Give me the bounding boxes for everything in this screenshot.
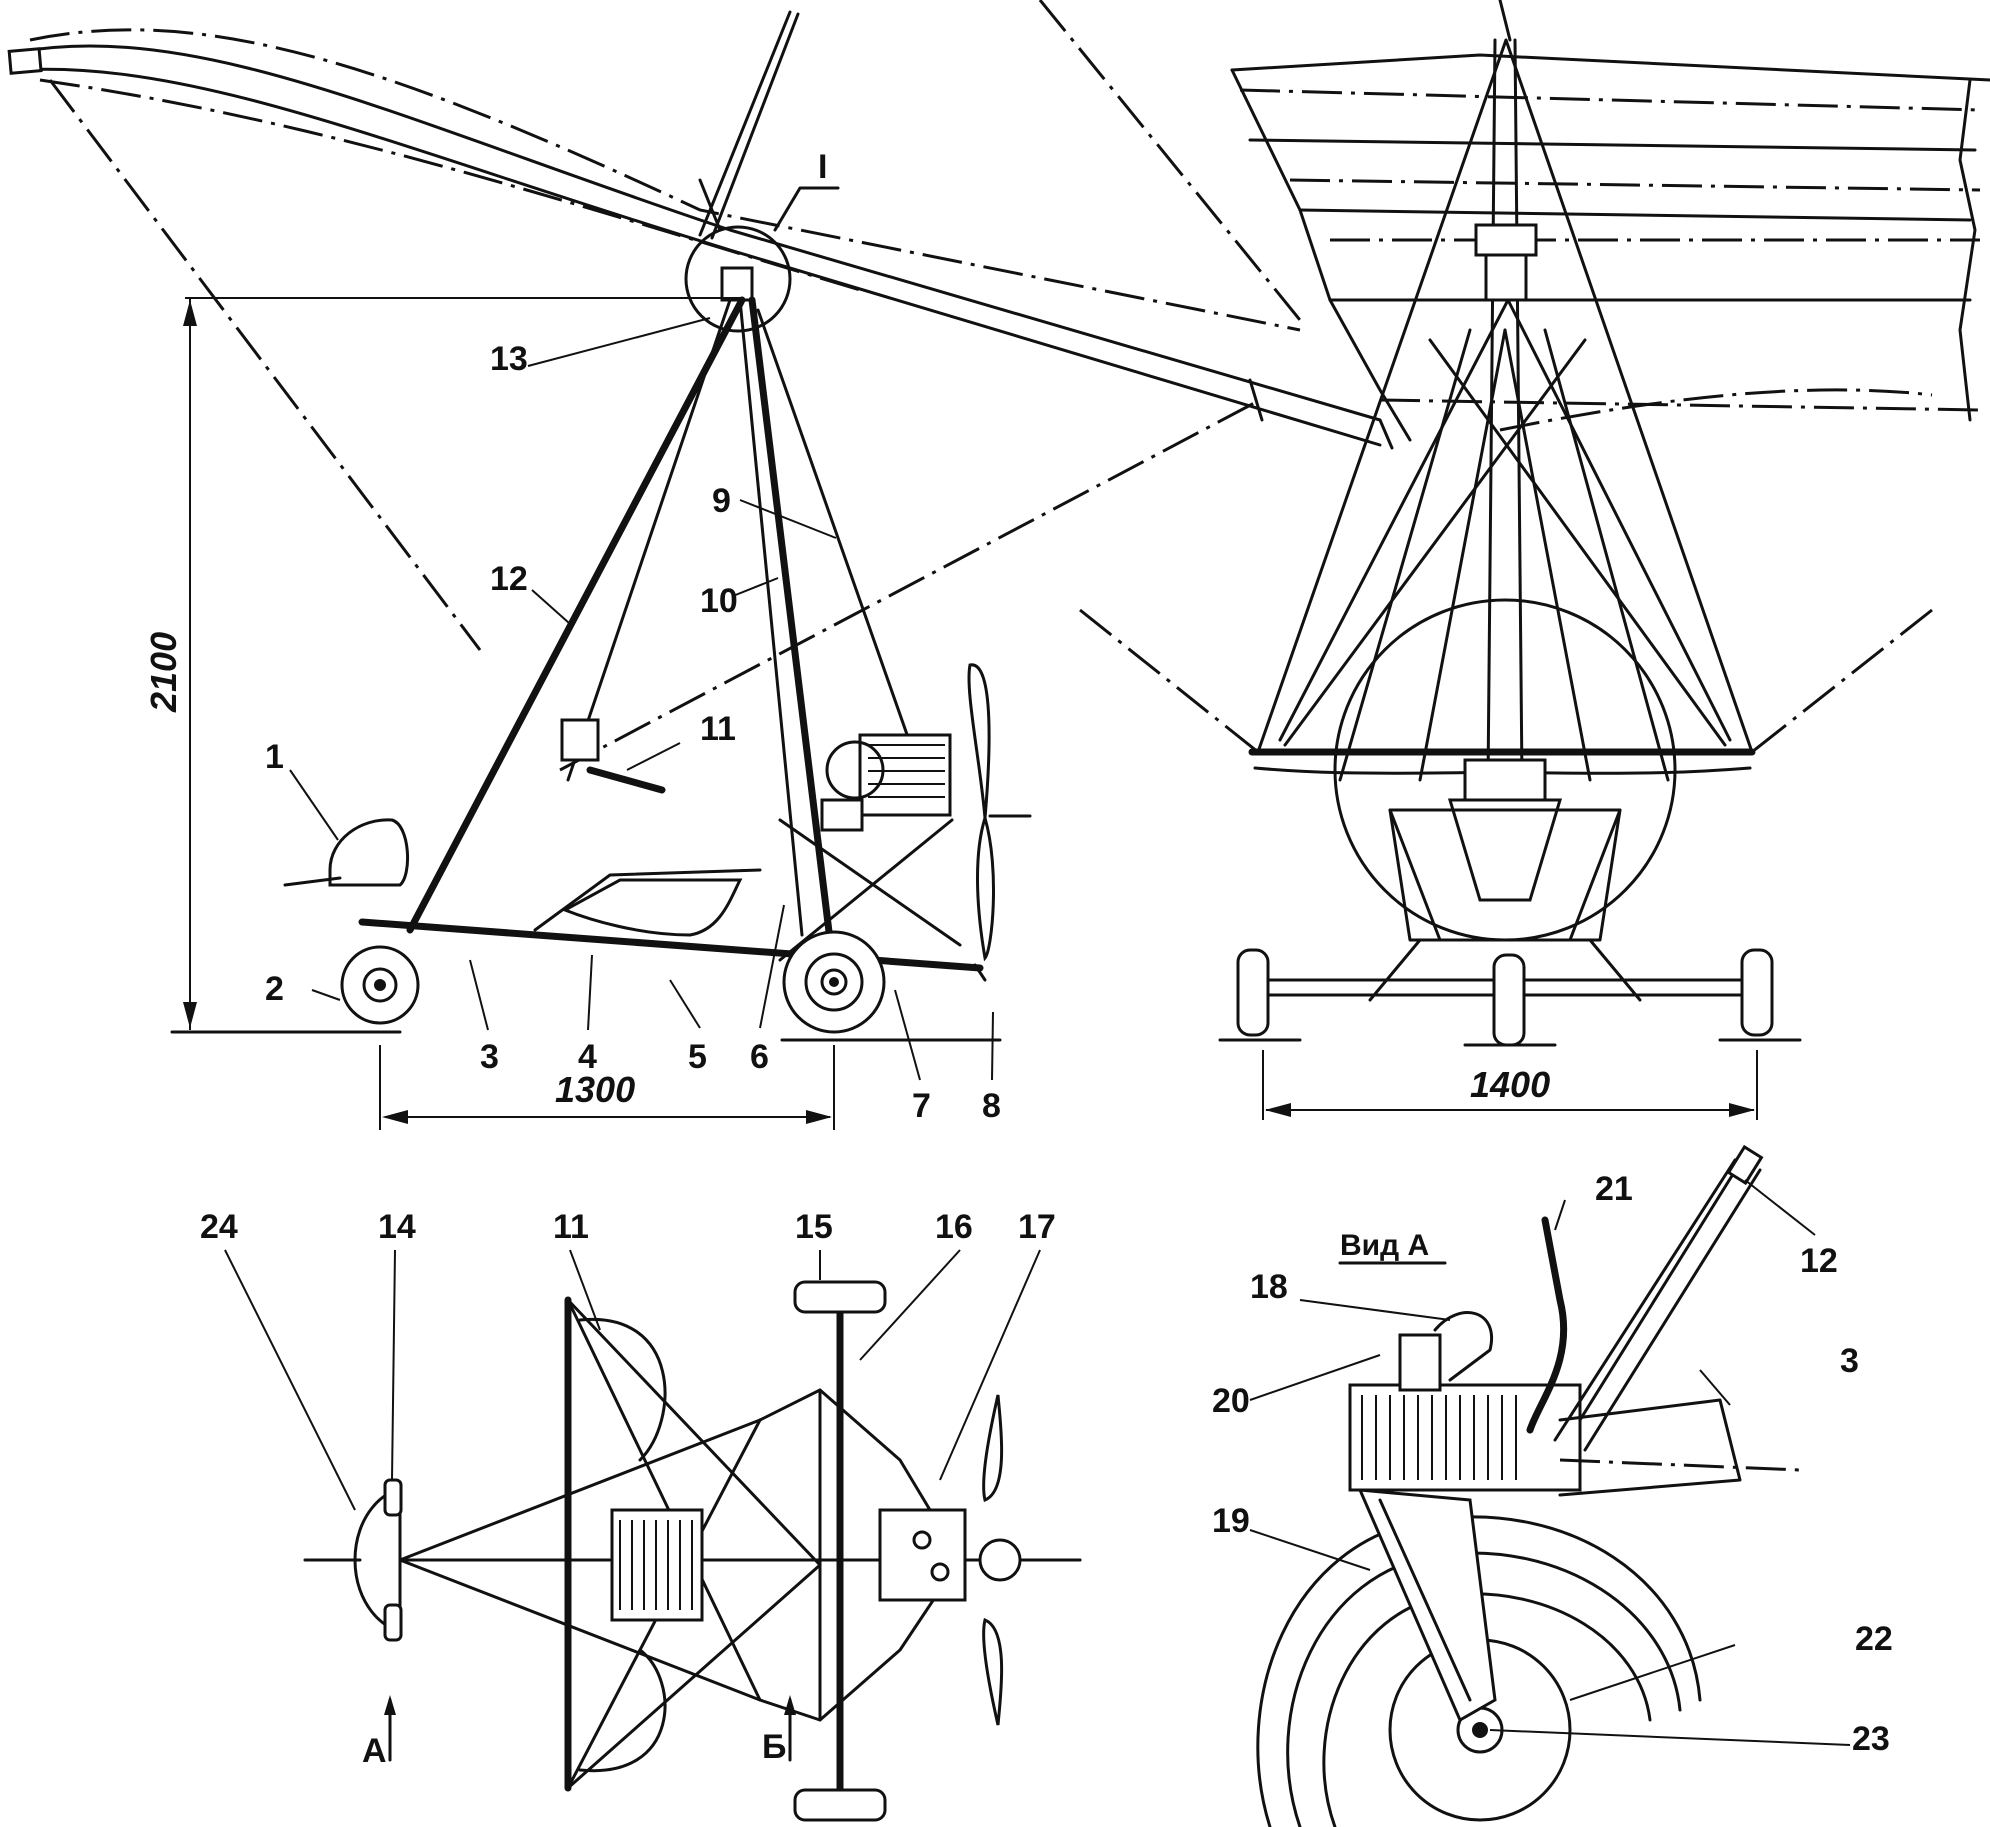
- svg-text:15: 15: [795, 1208, 833, 1246]
- rotor-hub-circle: [684, 225, 792, 333]
- dim-height: 2100: [143, 632, 184, 713]
- front-view: 1400: [1079, 0, 1990, 1120]
- svg-text:16: 16: [935, 1208, 973, 1246]
- svg-text:8: 8: [982, 1087, 1001, 1125]
- svg-text:10: 10: [700, 582, 738, 620]
- svg-text:21: 21: [1595, 1170, 1633, 1208]
- svg-text:13: 13: [490, 340, 528, 378]
- svg-text:14: 14: [378, 1208, 416, 1246]
- svg-text:4: 4: [578, 1038, 597, 1076]
- svg-text:11: 11: [553, 1208, 589, 1246]
- top-leaders: [224, 1249, 1041, 1511]
- side-view: 2100 1300 1 2 3 4 5: [7, 0, 1394, 1130]
- detail-callouts: 21 12 18 20 3 19 22 23: [1212, 1170, 1893, 1758]
- nose-wheel: [340, 945, 420, 1025]
- svg-text:6: 6: [750, 1038, 769, 1076]
- svg-text:3: 3: [480, 1038, 499, 1076]
- detail-view-a: Вид А: [1212, 1144, 1893, 1827]
- svg-text:22: 22: [1855, 1620, 1893, 1658]
- svg-text:3: 3: [1840, 1342, 1859, 1380]
- svg-text:18: 18: [1250, 1268, 1288, 1306]
- svg-text:1: 1: [265, 738, 284, 776]
- svg-text:11: 11: [700, 710, 736, 748]
- side-view-callouts: 1 2 3 4 5 6 7 8 9 10 11 12 13 I: [265, 148, 1001, 1125]
- dim-track: 1400: [1470, 1064, 1550, 1105]
- arrow-a-label: А: [362, 1732, 387, 1770]
- svg-text:7: 7: [912, 1087, 931, 1125]
- nose-fairing: [328, 818, 410, 887]
- rotor-blade-up: [698, 10, 800, 240]
- svg-text:2: 2: [265, 970, 284, 1008]
- svg-text:12: 12: [1800, 1242, 1838, 1280]
- svg-text:23: 23: [1852, 1720, 1890, 1758]
- svg-text:19: 19: [1212, 1502, 1250, 1540]
- svg-text:5: 5: [688, 1038, 707, 1076]
- top-view-callouts: 24 14 11 15 16 17: [200, 1208, 1056, 1246]
- detail-marker: I: [818, 148, 827, 186]
- main-wheel: [782, 930, 886, 1034]
- svg-text:20: 20: [1212, 1382, 1250, 1420]
- dim-wheelbase: 1300: [555, 1069, 635, 1110]
- svg-text:9: 9: [712, 482, 731, 520]
- arrow-b-label: Б: [762, 1728, 786, 1766]
- side-leaders: [289, 317, 994, 1081]
- rotor-blade: [7, 28, 1394, 450]
- view-caption: Вид А: [1340, 1229, 1429, 1262]
- top-view: А Б 24 14 11 15 16 17: [200, 1208, 1082, 1822]
- svg-text:24: 24: [200, 1208, 238, 1246]
- svg-text:17: 17: [1018, 1208, 1056, 1246]
- detail-leaders: [1249, 1179, 1851, 1746]
- svg-text:12: 12: [490, 560, 528, 598]
- front-wheels: [1236, 948, 1774, 1047]
